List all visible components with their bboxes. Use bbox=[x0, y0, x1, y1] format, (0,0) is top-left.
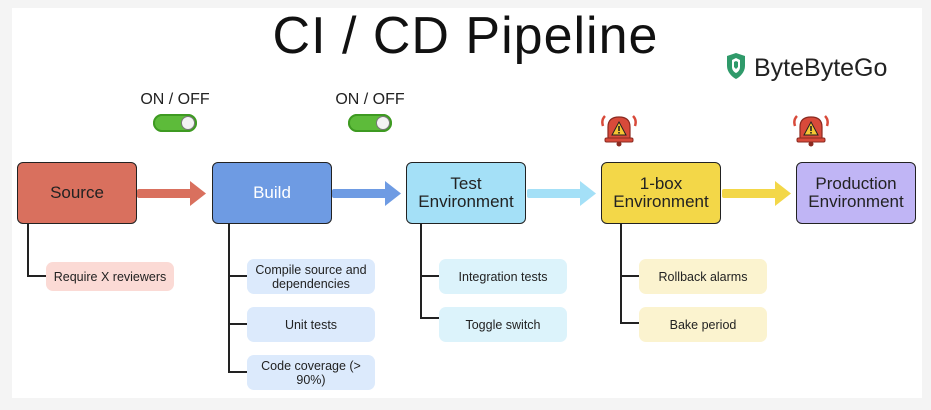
stage-test-environment: Test Environment bbox=[406, 162, 526, 224]
stage-build: Build bbox=[212, 162, 332, 224]
sub-step-toggle-switch: Toggle switch bbox=[439, 307, 567, 342]
arrow-source-to-build bbox=[137, 181, 206, 206]
toggle-knob bbox=[181, 116, 195, 130]
sub-step-compile: Compile source and dependencies bbox=[247, 259, 375, 294]
sub-step-integration-tests: Integration tests bbox=[439, 259, 567, 294]
sub-step-require-reviewers: Require X reviewers bbox=[46, 262, 174, 291]
stage-1box-environment: 1-box Environment bbox=[601, 162, 721, 224]
sub-step-code-coverage: Code coverage (> 90%) bbox=[247, 355, 375, 390]
arrow-test-to-1box bbox=[527, 181, 596, 206]
arrow-1box-to-production bbox=[722, 181, 791, 206]
sub-step-rollback-alarms: Rollback alarms bbox=[639, 259, 767, 294]
alarm-bell-icon bbox=[792, 112, 830, 153]
toggle-label-build: ON / OFF bbox=[140, 91, 210, 108]
stage-production-environment: Production Environment bbox=[796, 162, 916, 224]
bytebytego-logo-icon bbox=[724, 52, 748, 85]
toggle-knob bbox=[376, 116, 390, 130]
toggle-label-test: ON / OFF bbox=[335, 91, 405, 108]
stage-source: Source bbox=[17, 162, 137, 224]
alarm-bell-icon bbox=[600, 112, 638, 153]
brand: ByteByteGo bbox=[724, 52, 887, 85]
tree-lines bbox=[27, 224, 639, 373]
toggle-switch-test[interactable] bbox=[348, 114, 392, 132]
brand-name: ByteByteGo bbox=[754, 54, 888, 82]
arrow-build-to-test bbox=[332, 181, 401, 206]
sub-step-bake-period: Bake period bbox=[639, 307, 767, 342]
sub-step-unit-tests: Unit tests bbox=[247, 307, 375, 342]
toggle-switch-build[interactable] bbox=[153, 114, 197, 132]
page-title: CI / CD Pipeline bbox=[272, 7, 659, 65]
